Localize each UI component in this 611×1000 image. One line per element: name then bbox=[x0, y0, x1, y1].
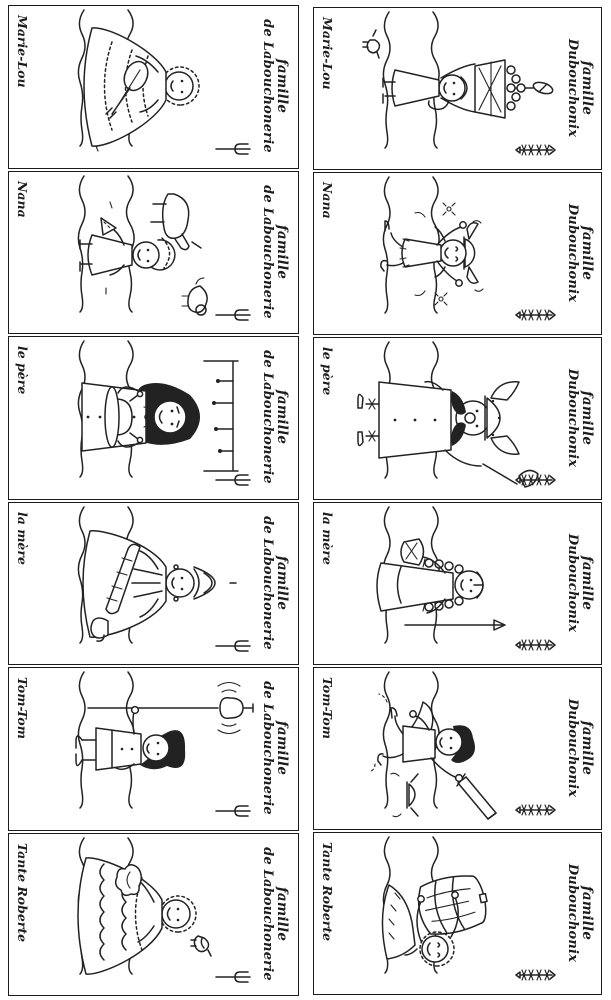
family-name-label: famille de Labouchonerie bbox=[259, 350, 290, 484]
illustration-girl-feeding-goat-with-puppy bbox=[77, 174, 208, 316]
illustration-girl-with-big-gown-playing-lute bbox=[77, 9, 200, 152]
card-labouchonerie-tante-roberte: famille de Labouchonerie Tante Roberte bbox=[8, 832, 299, 996]
card-dubouchonix-nana: famille Dubouchonix Nana bbox=[313, 172, 602, 335]
family-name-label: famille Dubouchonix bbox=[564, 863, 595, 963]
family-name-label: famille de Labouchonerie bbox=[259, 184, 290, 319]
family-name-label: famille de Labouchonerie bbox=[259, 681, 290, 815]
fork-icon bbox=[215, 474, 251, 486]
fishbone-icon bbox=[515, 144, 556, 156]
card-labouchonerie-marie-lou: famille de Labouchonerie Marie-Lou bbox=[8, 5, 299, 169]
fork-icon bbox=[215, 639, 251, 652]
card-dubouchonix-marie-lou: famille Dubouchonix Marie-Lou bbox=[313, 7, 602, 170]
family-name-label: famille de Labouchonerie bbox=[259, 846, 290, 981]
illustration-aunt-hugging-barrel bbox=[381, 836, 488, 974]
illustration-lady-tall-coiffure-with-rolled-roast bbox=[77, 505, 237, 644]
family-name-label: famille de Labouchonerie bbox=[259, 515, 290, 650]
fishbone-icon bbox=[515, 639, 556, 651]
member-name-label: Nana bbox=[15, 180, 30, 218]
illustration-girl-carrying-grape-basket bbox=[362, 11, 554, 149]
fishbone-icon bbox=[515, 474, 556, 486]
fork-icon bbox=[215, 308, 251, 321]
member-name-label: la mère bbox=[320, 512, 335, 565]
member-name-label: Tante Roberte bbox=[15, 842, 30, 942]
family-name-label: famille Dubouchonix bbox=[564, 698, 595, 798]
member-name-label: Tom-Tom bbox=[15, 677, 30, 739]
card-labouchonerie-la-mere: famille de Labouchonerie la mère bbox=[8, 501, 299, 665]
card-dubouchonix-le-pere: famille Dubouchonix le père bbox=[313, 337, 602, 500]
member-name-label: Nana bbox=[320, 182, 335, 219]
fishbone-icon bbox=[515, 804, 556, 816]
fishbone-icon bbox=[515, 309, 556, 321]
illustration-girl-winged-helmet-dancing bbox=[380, 176, 484, 314]
family-name-label: famille Dubouchonix bbox=[564, 533, 595, 633]
illustration-cook-with-wig-holding-roast-platter bbox=[77, 340, 239, 478]
member-name-label: Marie-Lou bbox=[15, 15, 30, 88]
family-name-label: famille Dubouchonix bbox=[564, 368, 595, 468]
illustration-gaul-horned-helmet-moustache-axe bbox=[357, 341, 539, 488]
fishbone-icon bbox=[515, 969, 556, 981]
family-column-dubouchonix: famille Dubouchonix Marie-Lou bbox=[313, 7, 602, 995]
card-labouchonerie-tom-tom: famille de Labouchonerie Tom-Tom bbox=[8, 667, 299, 831]
family-name-label: famille Dubouchonix bbox=[564, 203, 595, 303]
family-name-label: famille de Labouchonerie bbox=[259, 19, 290, 153]
card-labouchonerie-le-pere: famille de Labouchonerie le père bbox=[8, 336, 299, 500]
member-name-label: Tante Roberte bbox=[320, 842, 335, 942]
card-dubouchonix-tante-roberte: famille Dubouchonix Tante Roberte bbox=[313, 832, 602, 995]
illustration-boy-running-with-sword-helmet-flying bbox=[368, 671, 497, 820]
fork-icon bbox=[215, 143, 251, 155]
card-labouchonerie-nana: famille de Labouchonerie Nana bbox=[8, 170, 299, 334]
member-name-label: le père bbox=[15, 346, 30, 395]
member-name-label: le père bbox=[320, 347, 335, 396]
family-name-label: famille Dubouchonix bbox=[564, 38, 595, 138]
member-name-label: Marie-Lou bbox=[320, 17, 335, 90]
member-name-label: Tom-Tom bbox=[320, 677, 335, 739]
illustration-woman-with-braids-basket-and-spear bbox=[376, 506, 506, 644]
card-dubouchonix-tom-tom: famille Dubouchonix Tom-Tom bbox=[313, 667, 602, 830]
family-column-labouchonerie: famille de Labouchonerie Marie-Lou bbox=[8, 5, 299, 996]
illustration-boy-holding-pike-with-ham bbox=[75, 671, 254, 809]
fork-icon bbox=[215, 970, 251, 983]
fork-icon bbox=[215, 805, 251, 817]
illustration-aunt-scalloped-dress-bird-and-lettuce bbox=[77, 836, 212, 975]
card-dubouchonix-la-mere: famille Dubouchonix la mère bbox=[313, 502, 602, 665]
member-name-label: la mère bbox=[15, 511, 30, 565]
